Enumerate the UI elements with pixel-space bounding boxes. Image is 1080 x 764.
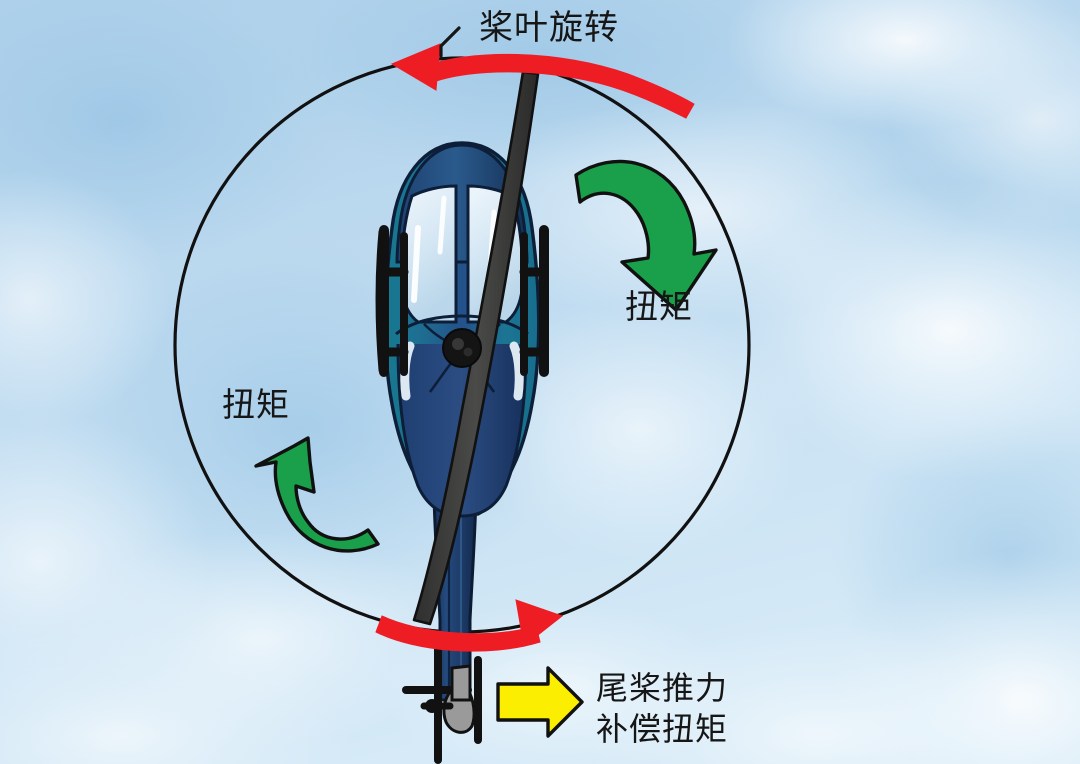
- rotation-arrow-top: [390, 43, 695, 119]
- label-torque-right: 扭矩: [625, 288, 693, 325]
- tail-rotor-blade: [450, 664, 472, 702]
- label-blade-rotation: 桨叶旋转: [479, 9, 619, 47]
- rotation-arrow-bottom: [375, 599, 564, 652]
- step-handle-right: [509, 341, 524, 401]
- landing-skid-right: [519, 225, 549, 377]
- main-rotor-hub-highlight: [452, 338, 464, 350]
- torque-arrow-right: [574, 159, 718, 312]
- main-rotor-hub-highlight-2: [463, 347, 473, 357]
- label-tail-thrust: 尾桨推力 补偿扭矩: [596, 670, 729, 747]
- blade-rotation-pointer: [439, 26, 461, 58]
- label-torque-left: 扭矩: [222, 386, 290, 423]
- main-rotor-blade: [412, 70, 540, 626]
- landing-skid-left: [375, 225, 409, 377]
- glass-highlight-left: [411, 225, 421, 303]
- tail-rotor: [402, 644, 482, 764]
- glass-highlight-left-2: [437, 195, 447, 255]
- cabin-top-seam: [395, 314, 529, 336]
- rotation-arrow-top-head: [390, 43, 441, 91]
- torque-arrow-left: [254, 436, 380, 553]
- rotation-arrow-bottom-head: [515, 599, 564, 647]
- windshield-left: [400, 184, 458, 324]
- tail-thrust-arrow: [496, 666, 584, 738]
